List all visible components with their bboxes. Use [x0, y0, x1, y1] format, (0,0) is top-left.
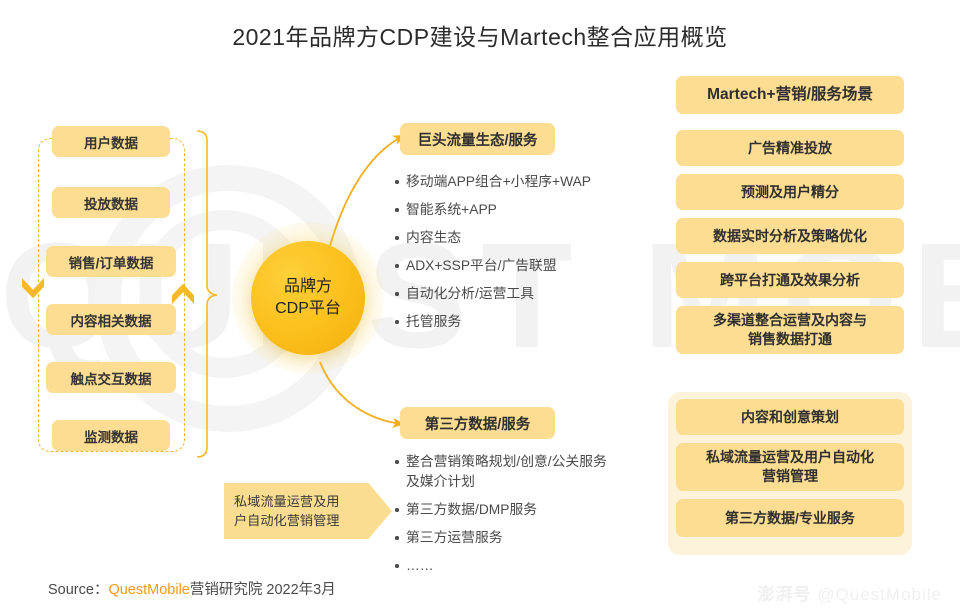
- data-source-box-2[interactable]: 投放数据: [52, 187, 170, 218]
- data-source-label: 触点交互数据: [70, 371, 152, 387]
- middle-bottom-header-label: 第三方数据/服务: [424, 416, 531, 433]
- data-source-box-1[interactable]: 用户数据: [52, 126, 170, 157]
- service-box-1[interactable]: 内容和创意策划: [676, 399, 904, 435]
- list-item: 第三方数据/DMP服务: [394, 500, 609, 520]
- scenario-label: 多渠道整合运营及内容与 销售数据打通: [713, 312, 867, 347]
- data-source-label: 内容相关数据: [70, 313, 152, 329]
- service-box-2[interactable]: 私域流量运营及用户自动化 营销管理: [676, 443, 904, 491]
- cdp-circle-line2: CDP平台: [275, 300, 341, 317]
- data-source-label: 销售/订单数据: [68, 255, 154, 271]
- middle-top-bullets: 移动端APP组合+小程序+WAP 智能系统+APP 内容生态 ADX+SSP平台…: [394, 172, 609, 340]
- source-brand: QuestMobile: [108, 582, 190, 598]
- source-prefix: Source：: [48, 582, 109, 598]
- scenario-box-3[interactable]: 数据实时分析及策略优化: [676, 218, 904, 254]
- cdp-platform-circle[interactable]: 品牌方 CDP平台: [251, 241, 365, 355]
- list-item: 内容生态: [394, 228, 609, 248]
- scenario-box-1[interactable]: 广告精准投放: [676, 130, 904, 166]
- list-item: ADX+SSP平台/广告联盟: [394, 256, 609, 276]
- scenario-label: 数据实时分析及策略优化: [713, 227, 867, 244]
- scenario-label: 跨平台打通及效果分析: [720, 271, 860, 288]
- private-domain-banner[interactable]: 私域流量运营及用 户自动化营销管理: [224, 483, 392, 539]
- data-source-box-4[interactable]: 内容相关数据: [46, 304, 176, 335]
- data-source-label: 用户数据: [84, 135, 138, 151]
- data-source-label: 监测数据: [84, 429, 138, 445]
- middle-top-header-label: 巨头流量生态/服务: [417, 132, 538, 149]
- watermark-left: 澎湃号: [757, 585, 812, 604]
- list-item: ……: [394, 556, 609, 576]
- banner-line2: 户自动化营销管理: [234, 513, 340, 528]
- service-label: 第三方数据/专业服务: [725, 509, 855, 526]
- right-column-header-label: Martech+营销/服务场景: [707, 85, 873, 103]
- list-item: 移动端APP组合+小程序+WAP: [394, 172, 609, 192]
- scenario-box-5[interactable]: 多渠道整合运营及内容与 销售数据打通: [676, 306, 904, 354]
- data-sources-frame: [38, 138, 185, 452]
- scenario-label: 广告精准投放: [748, 139, 832, 156]
- scenario-label: 预测及用户精分: [741, 183, 839, 200]
- list-item: 智能系统+APP: [394, 200, 609, 220]
- scenario-box-2[interactable]: 预测及用户精分: [676, 174, 904, 210]
- right-column-header[interactable]: Martech+营销/服务场景: [676, 76, 904, 114]
- service-box-3[interactable]: 第三方数据/专业服务: [676, 499, 904, 537]
- data-source-box-6[interactable]: 监测数据: [52, 420, 170, 451]
- service-label: 私域流量运营及用户自动化 营销管理: [706, 449, 874, 484]
- data-source-box-5[interactable]: 触点交互数据: [46, 362, 176, 393]
- list-item: 托管服务: [394, 312, 609, 332]
- service-label: 内容和创意策划: [741, 408, 839, 425]
- list-item: 自动化分析/运营工具: [394, 284, 609, 304]
- page-title: 2021年品牌方CDP建设与Martech整合应用概览: [232, 24, 728, 50]
- source-line: Source：QuestMobile营销研究院 2022年3月: [48, 578, 336, 599]
- data-source-label: 投放数据: [84, 196, 138, 212]
- data-source-box-3[interactable]: 销售/订单数据: [46, 246, 176, 277]
- scenario-box-4[interactable]: 跨平台打通及效果分析: [676, 262, 904, 298]
- list-item: 第三方运营服务: [394, 528, 609, 548]
- watermark-right: @QuestMobile: [817, 585, 942, 604]
- corner-watermark: 澎湃号 @QuestMobile: [758, 580, 942, 605]
- middle-bottom-header[interactable]: 第三方数据/服务: [400, 407, 555, 439]
- cdp-circle-line1: 品牌方: [283, 278, 332, 296]
- banner-line1: 私域流量运营及用: [234, 493, 340, 509]
- source-suffix: 营销研究院 2022年3月: [189, 582, 336, 598]
- list-item: 整合营销策略规划/创意/公关服务及媒介计划: [394, 452, 609, 492]
- middle-bottom-bullets: 整合营销策略规划/创意/公关服务及媒介计划 第三方数据/DMP服务 第三方运营服…: [394, 452, 609, 584]
- middle-top-header[interactable]: 巨头流量生态/服务: [400, 123, 555, 155]
